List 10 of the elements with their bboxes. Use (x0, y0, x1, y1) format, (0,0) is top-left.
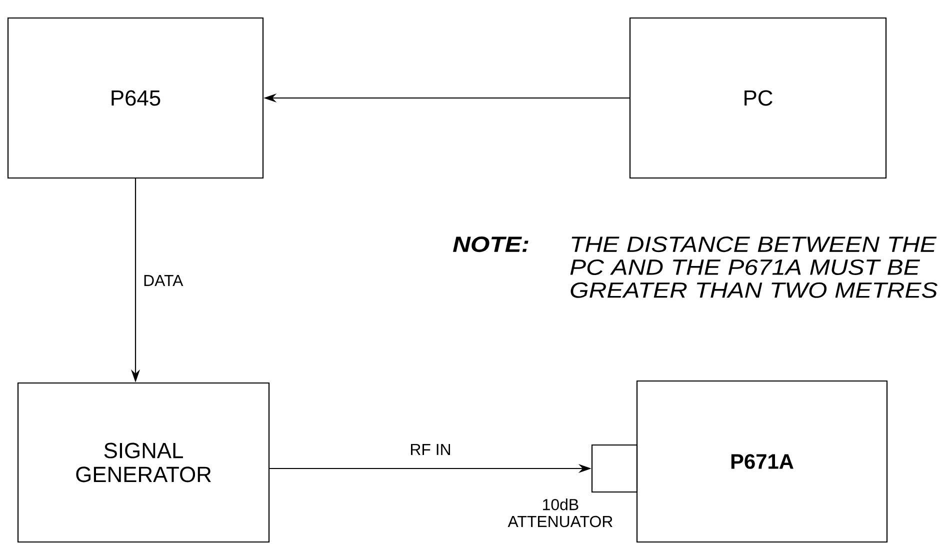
device-box: P645 (7, 17, 264, 179)
edge-label: DATA (142, 274, 184, 287)
attenuator-box (591, 444, 638, 493)
note-heading: NOTE: (453, 236, 528, 252)
device-box: PC (629, 17, 887, 179)
edge-label: RF IN (408, 442, 452, 456)
device-box: P671A (636, 380, 888, 543)
note-text: THE DISTANCE BETWEEN THE PC AND THE P671A MUST BE GREATER THAN TWO METRES (570, 236, 938, 298)
caption-text: 10dB ATTENUATOR (508, 498, 612, 528)
device-box: SIGNAL GENERATOR (17, 382, 270, 543)
